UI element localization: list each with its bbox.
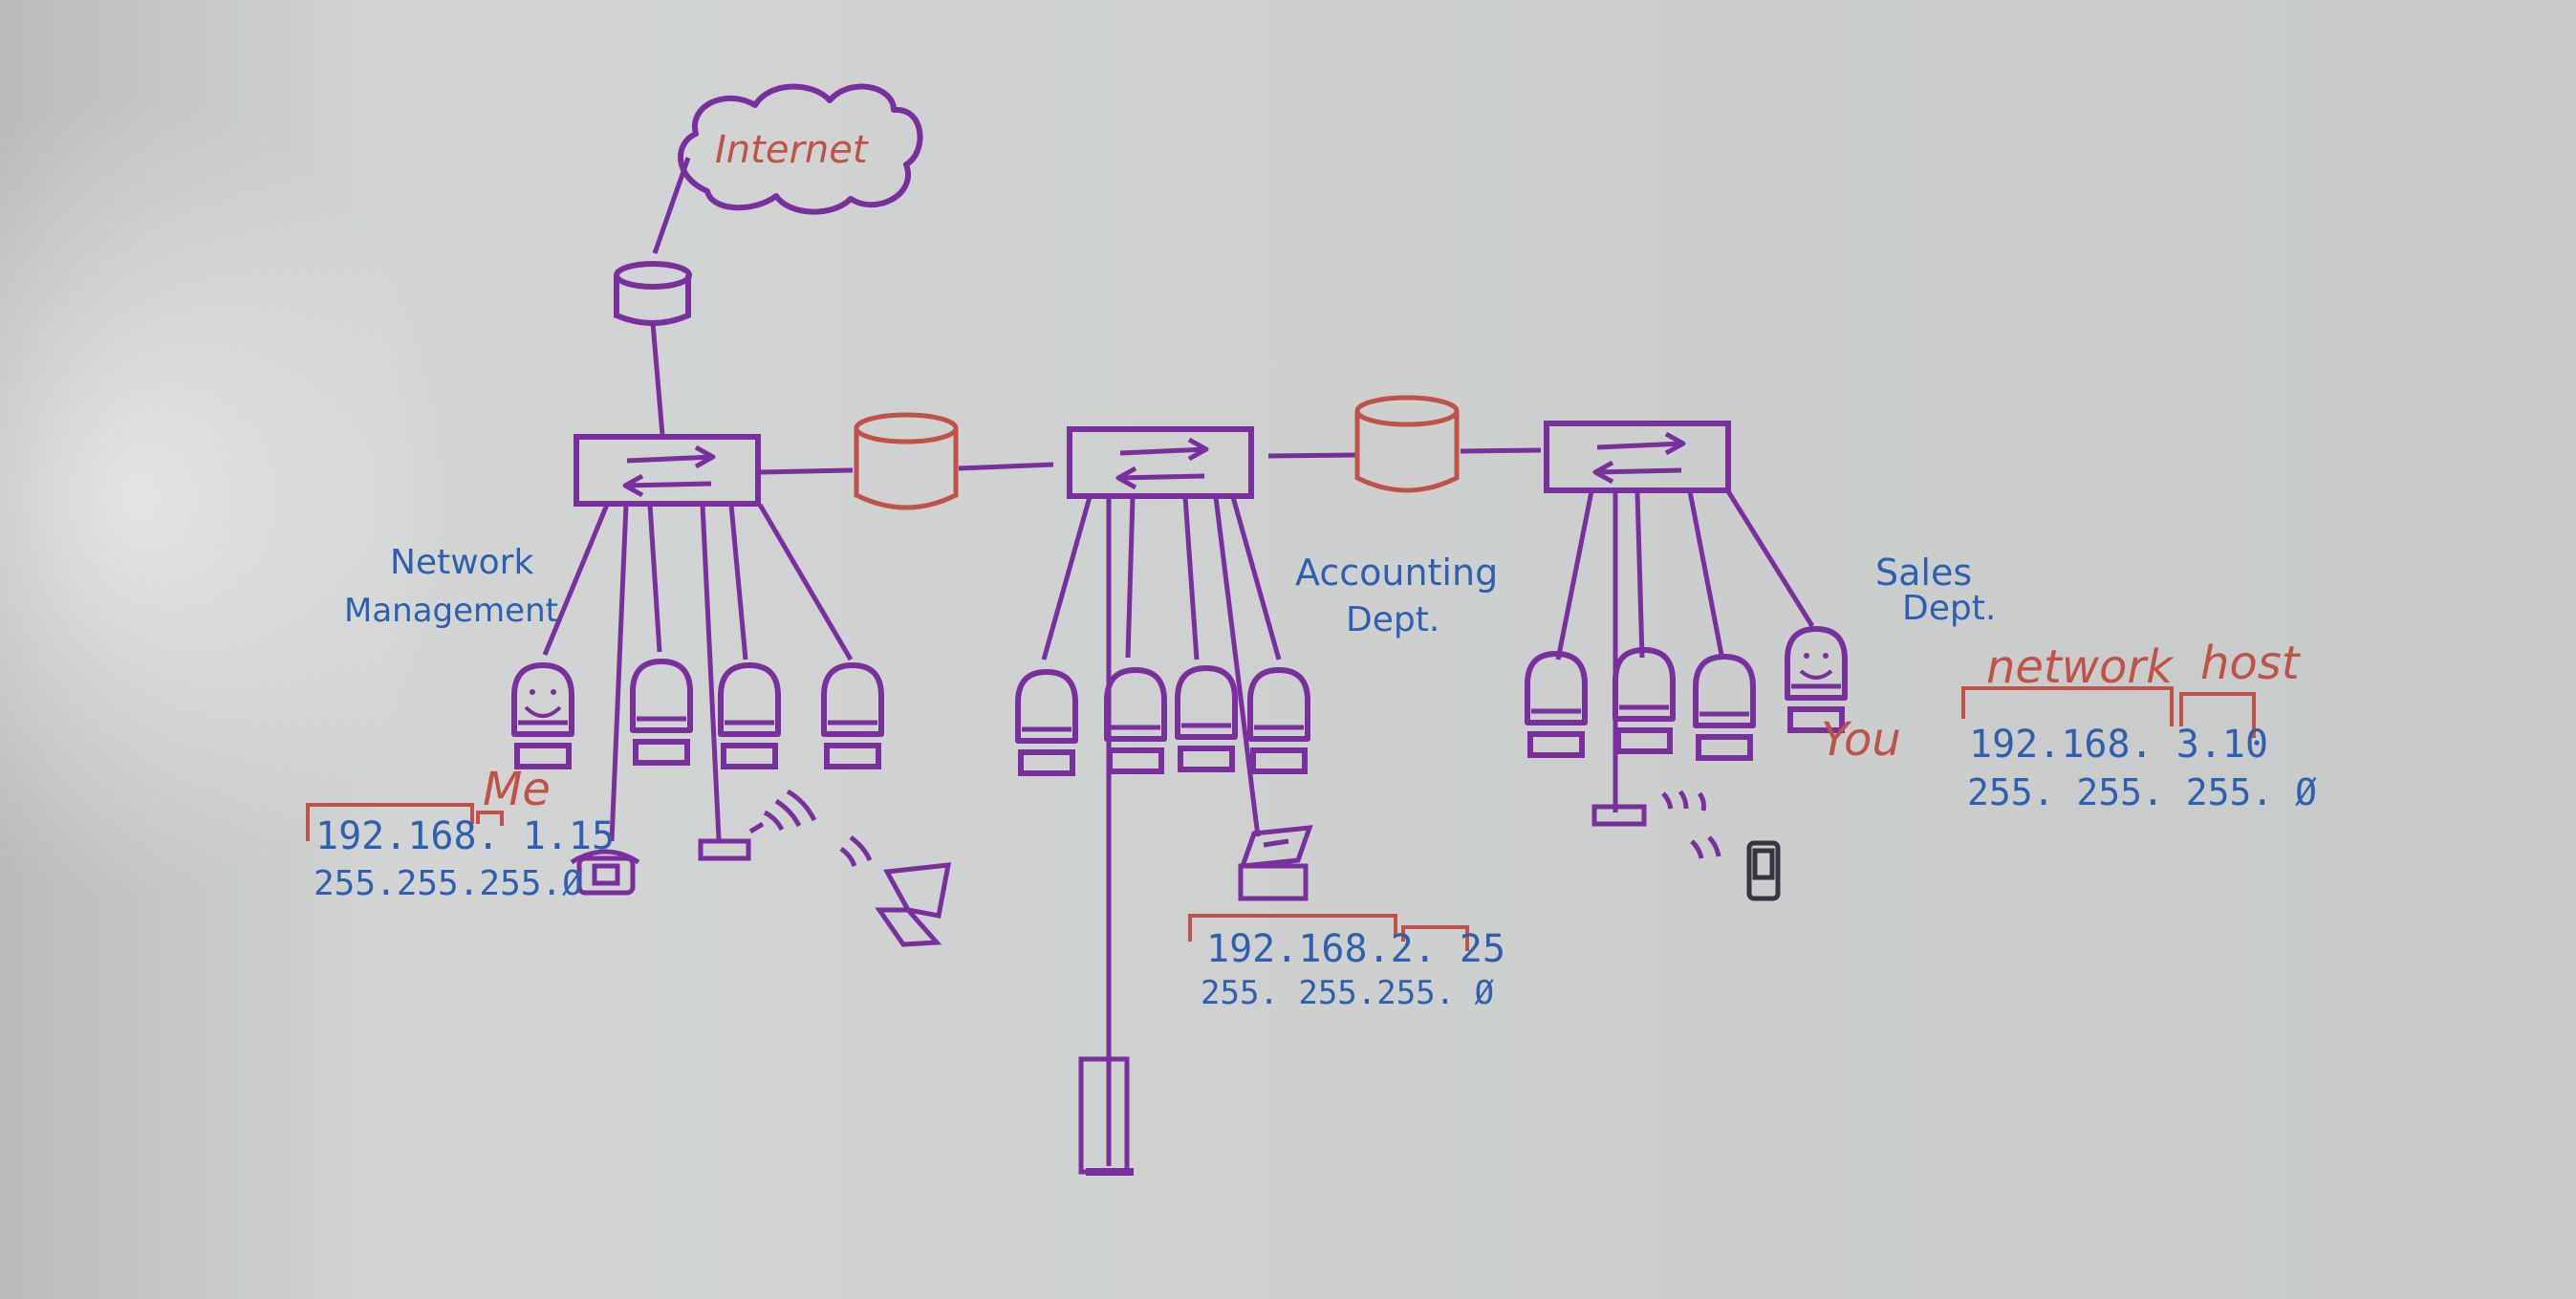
access-point-icon [698, 789, 817, 861]
network-management-bracket [306, 803, 504, 841]
network-portion-label: network [1986, 640, 2175, 694]
sales-bracket [1961, 686, 2256, 738]
network-management-ip: 192.168. 1.15 [315, 814, 615, 858]
drop-lines-network [542, 503, 854, 842]
accounting-ip: 192.168.2. 25 [1206, 927, 1505, 971]
accounting-label-line1: Accounting [1295, 552, 1498, 594]
sales-label-line2: Dept. [1902, 589, 1996, 628]
sales-mask: 255. 255. 255. Ø [1967, 771, 2317, 813]
laptop-icon [839, 834, 952, 947]
accounting-label-line2: Dept. [1346, 600, 1440, 639]
backbone [759, 447, 1542, 475]
you-label: You [1821, 713, 1901, 767]
drop-lines-accounting [1041, 496, 1282, 1166]
mobile-phone-icon [1690, 835, 1781, 901]
drop-lines-sales [1555, 489, 1815, 812]
sales-label-line1: Sales [1875, 552, 1972, 594]
link-router-switch [650, 322, 665, 436]
network-management-label-line1: Network [390, 543, 533, 582]
host-portion-label: host [2200, 637, 2302, 690]
sales-ip: 192.168. 3.10 [1969, 723, 2268, 767]
me-label: Me [483, 763, 551, 816]
link-cloud-router [652, 157, 691, 254]
internet-label: Internet [715, 128, 869, 172]
cloud-icon [678, 83, 923, 215]
network-management-mask: 255.255.255.Ø [314, 864, 583, 903]
computer-icon-you [1787, 629, 1845, 730]
server-icon [1078, 1056, 1134, 1176]
accounting-bracket [1188, 914, 1469, 951]
computer-icon-me [514, 665, 572, 767]
access-point-icon [1591, 790, 1706, 827]
accounting-mask: 255. 255.255. Ø [1201, 974, 1494, 1012]
network-management-label-line2: Management [344, 592, 558, 630]
printer-icon [1238, 825, 1313, 901]
router-icon [614, 261, 692, 326]
phone-icon [570, 849, 640, 896]
